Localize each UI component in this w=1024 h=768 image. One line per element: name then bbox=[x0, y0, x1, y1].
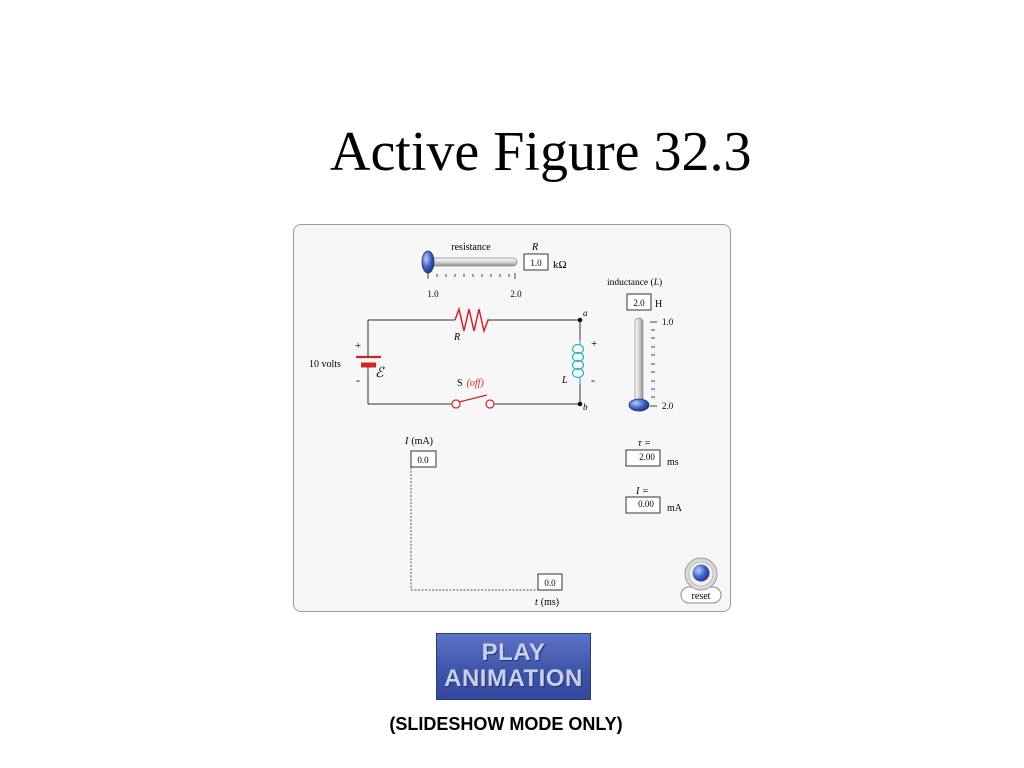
node-b-label: b bbox=[583, 402, 588, 412]
resistance-unit: kΩ bbox=[553, 259, 567, 271]
switch-terminal-right bbox=[485, 399, 495, 409]
inductor-plus-sign: + bbox=[591, 338, 597, 350]
current-value: 0.00 bbox=[638, 499, 654, 509]
switch-terminal-left bbox=[451, 399, 461, 409]
tau-unit: ms bbox=[667, 457, 679, 468]
graph-x-label: t(ms) bbox=[535, 597, 559, 608]
play-line-1: PLAY bbox=[481, 639, 546, 666]
inductance-label: inductance (L) bbox=[607, 277, 662, 288]
play-line-2: ANIMATION bbox=[444, 665, 583, 692]
inductance-track[interactable] bbox=[634, 317, 644, 407]
graph-x-value-box[interactable] bbox=[537, 573, 563, 591]
node-a-label: a bbox=[583, 308, 588, 318]
current-label: I = bbox=[635, 486, 649, 497]
reset-label: reset bbox=[692, 591, 711, 602]
inductance-bottom-label: 2.0 bbox=[662, 401, 674, 411]
inductance-knob[interactable] bbox=[628, 398, 650, 412]
graph-x-value: 0.0 bbox=[544, 578, 556, 588]
play-animation-button[interactable]: PLAY ANIMATION bbox=[436, 633, 591, 700]
resistor-label: R bbox=[453, 332, 460, 343]
tau-label: τ = bbox=[638, 438, 651, 449]
current-graph: I(mA) 0.0 0.0 t(ms) bbox=[404, 436, 563, 608]
resistance-label: resistance bbox=[451, 242, 491, 253]
inductance-value-box[interactable] bbox=[626, 293, 652, 311]
resistance-knob[interactable] bbox=[421, 250, 435, 274]
graph-y-value: 0.0 bbox=[417, 455, 429, 465]
switch-label: S(off) bbox=[457, 378, 484, 389]
resistor-symbol bbox=[454, 306, 490, 334]
slideshow-note: (SLIDESHOW MODE ONLY) bbox=[389, 714, 623, 734]
inductance-slider[interactable]: inductance (L) 2.0 H 1.0 2.0 bbox=[607, 277, 674, 412]
graph-y-label: I(mA) bbox=[404, 436, 433, 447]
emf-symbol: ℰ bbox=[375, 366, 385, 381]
switch[interactable] bbox=[451, 394, 495, 409]
reset-button[interactable]: reset bbox=[680, 557, 722, 604]
current-unit: mA bbox=[667, 503, 683, 514]
inductance-value: 2.0 bbox=[633, 298, 645, 308]
node-b-dot bbox=[577, 401, 583, 407]
resistance-symbol: R bbox=[531, 242, 538, 253]
resistance-slider[interactable]: resistance R 1.0 2.0 1.0 kΩ bbox=[421, 242, 567, 299]
tau-value-box bbox=[625, 449, 661, 467]
simulation-panel bbox=[293, 224, 731, 612]
graph-y-value-box[interactable] bbox=[410, 450, 437, 468]
emf-label: 10 volts bbox=[309, 359, 341, 370]
inductor-minus-sign: - bbox=[591, 373, 595, 387]
resistance-min-label: 1.0 bbox=[427, 289, 439, 299]
resistance-value-box[interactable] bbox=[523, 253, 549, 271]
inductance-ticks bbox=[650, 321, 657, 407]
readouts: τ = 2.00 ms I = 0.00 mA bbox=[625, 438, 683, 514]
slide-title: Active Figure 32.3 bbox=[330, 121, 752, 183]
tau-value: 2.00 bbox=[639, 452, 655, 462]
battery-minus-sign: - bbox=[356, 373, 360, 387]
current-value-box bbox=[625, 496, 661, 514]
resistance-max-label: 2.0 bbox=[510, 289, 522, 299]
inductance-top-label: 1.0 bbox=[662, 317, 674, 327]
switch-lever[interactable] bbox=[458, 394, 488, 403]
inductance-unit: H bbox=[655, 299, 662, 310]
resistance-value: 1.0 bbox=[530, 258, 542, 268]
circuit-diagram bbox=[367, 319, 581, 405]
reset-knob-icon bbox=[692, 564, 710, 582]
inductor-label: L bbox=[561, 375, 568, 386]
node-a-dot bbox=[577, 317, 583, 323]
inductor-symbol bbox=[571, 340, 585, 384]
resistance-ticks bbox=[427, 273, 516, 279]
resistance-track[interactable] bbox=[425, 257, 518, 267]
battery-symbol bbox=[356, 352, 381, 378]
battery-plus-sign: + bbox=[355, 340, 361, 352]
